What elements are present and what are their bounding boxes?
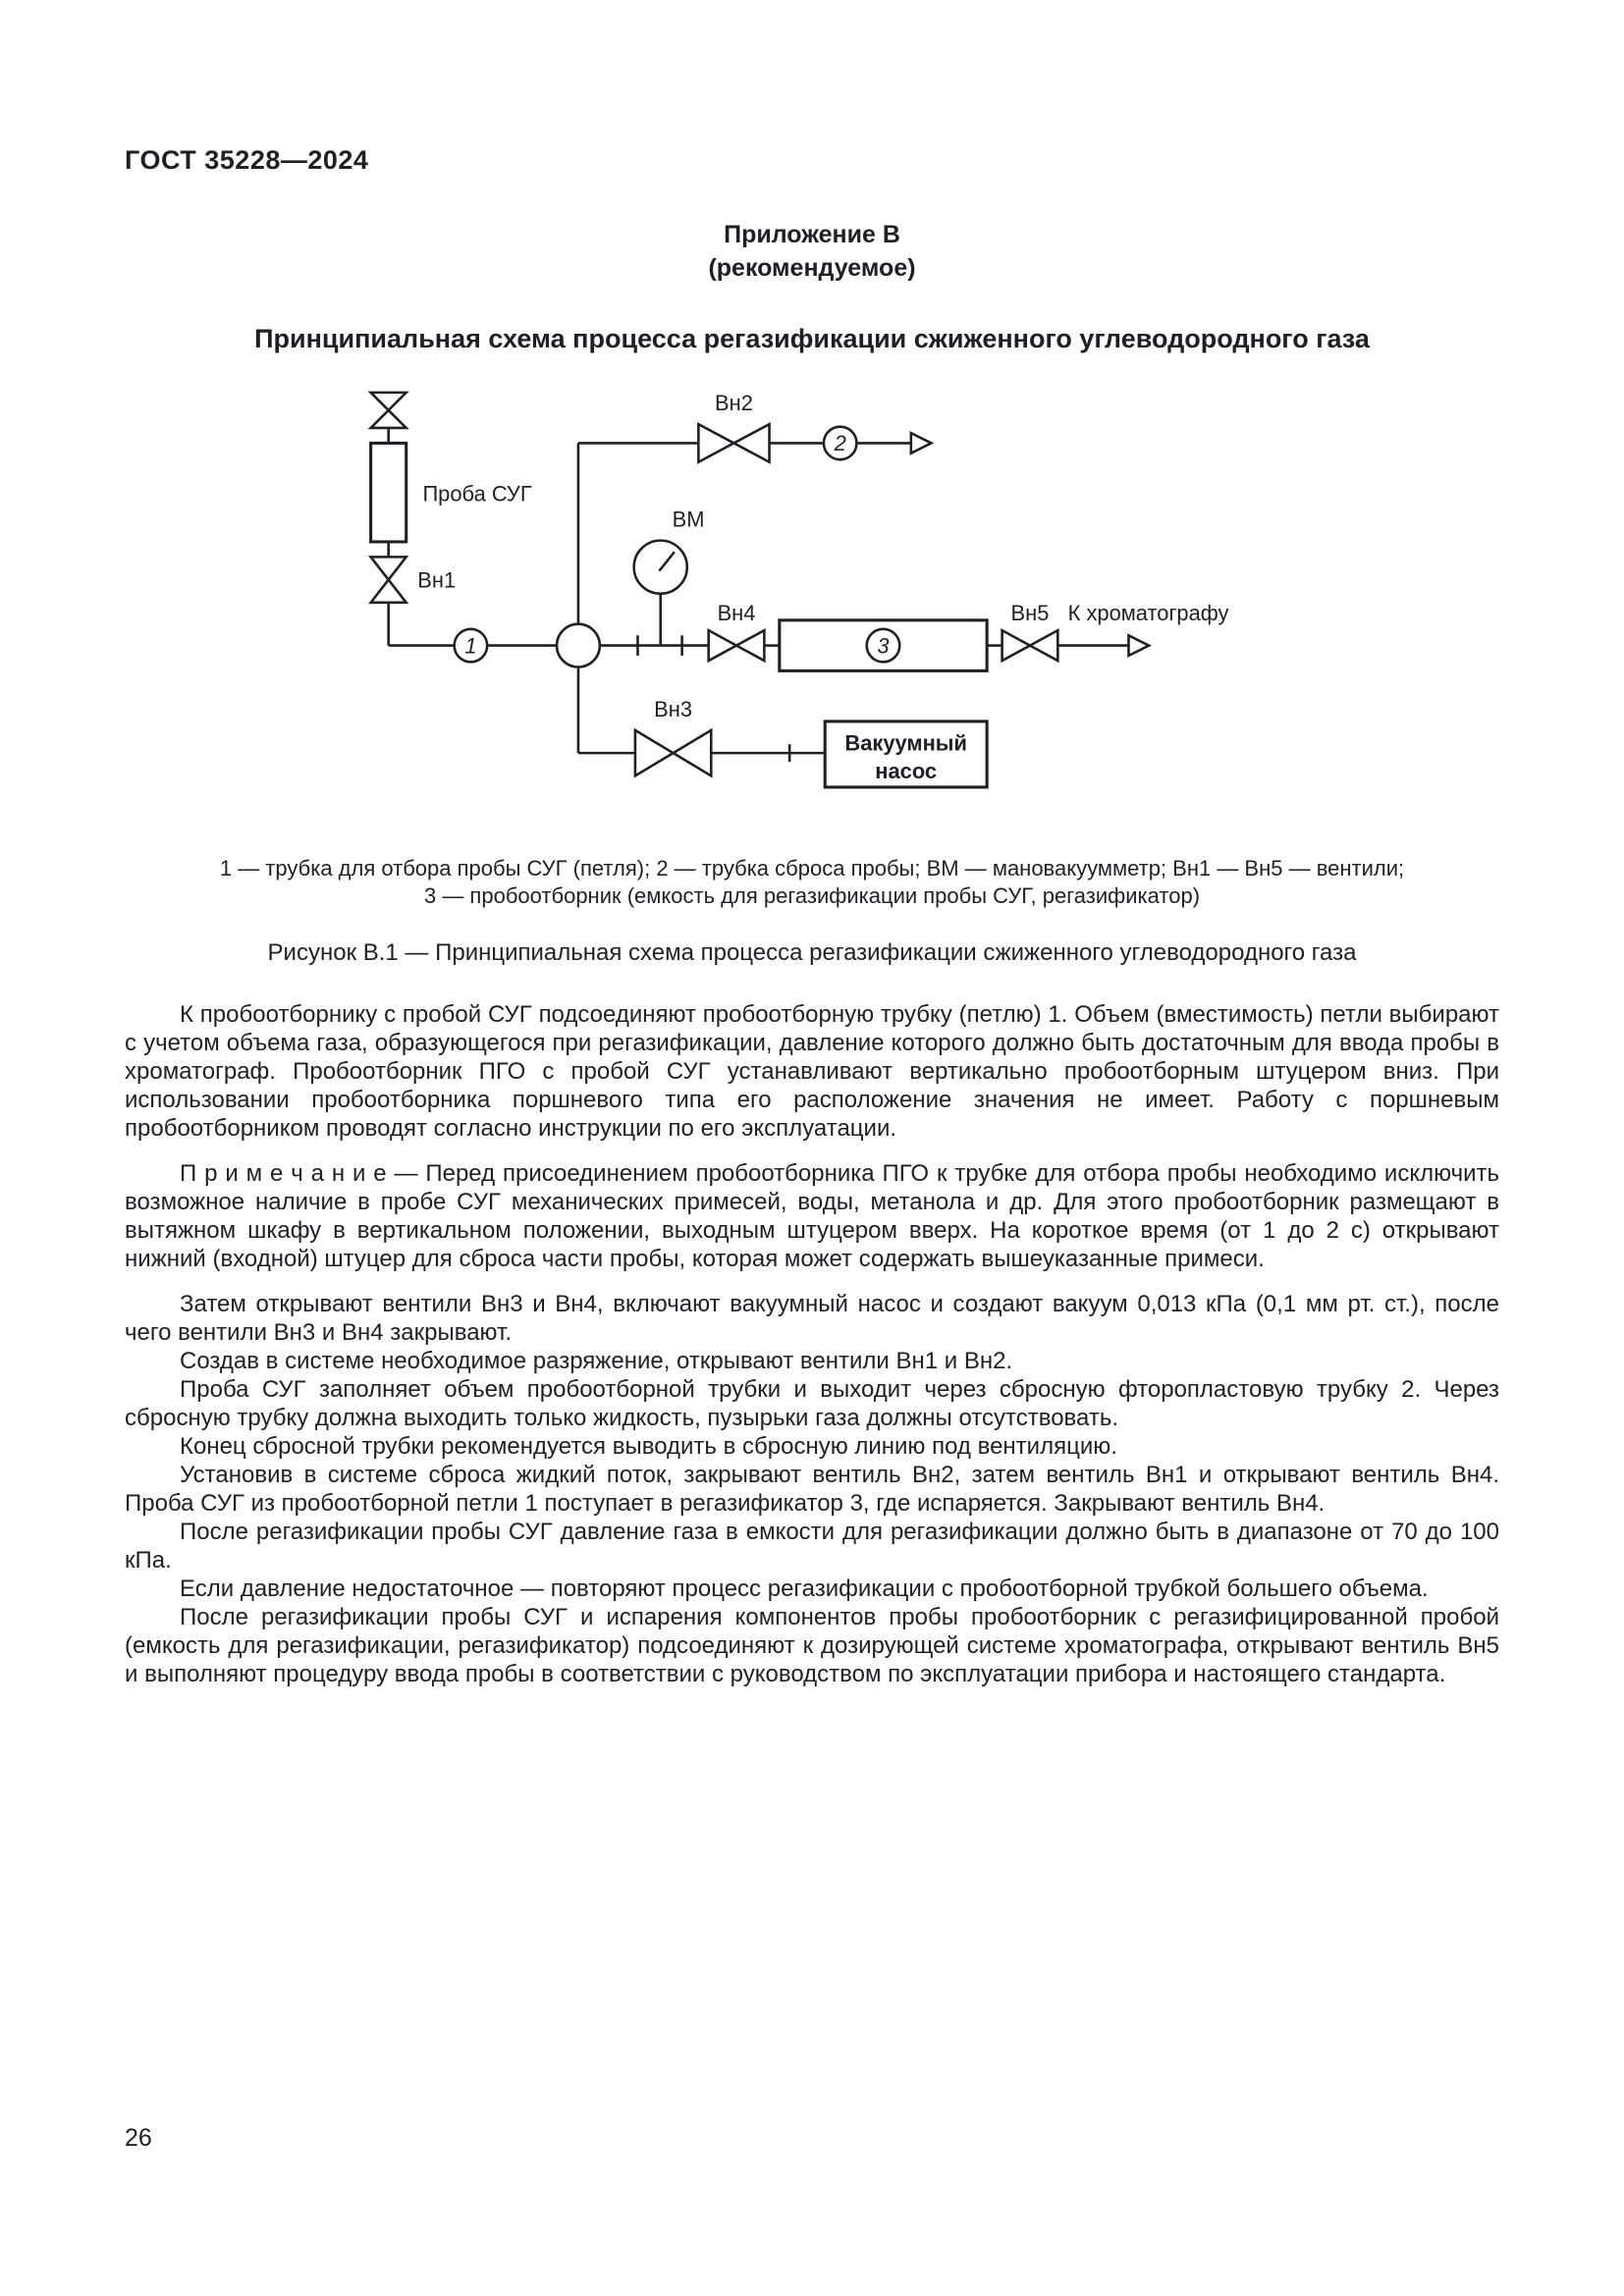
label-vn4: Вн4	[718, 601, 756, 625]
label-vm: ВМ	[673, 507, 705, 531]
running-header: ГОСТ 35228—2024	[125, 145, 369, 175]
pipe-lines	[387, 427, 1129, 763]
svg-text:3: 3	[877, 633, 889, 658]
paragraph-6: Установив в системе сброса жидкий поток,…	[125, 1462, 1499, 1518]
svg-text:1: 1	[464, 633, 476, 658]
label-vn2: Вн2	[715, 391, 753, 415]
label-to-chromatograph: К хроматографу	[1068, 601, 1229, 625]
gauge-vm-icon	[632, 539, 689, 596]
valve-vn1-icon	[367, 556, 409, 605]
label-vacuum-pump-2: насос	[875, 759, 937, 783]
svg-text:2: 2	[834, 431, 846, 455]
label-vn3: Вн3	[654, 697, 692, 721]
section-heading: Принципиальная схема процесса регазифика…	[254, 324, 1370, 353]
sample-inlet-valve-icon	[367, 391, 409, 430]
legend-line-1: 1 — трубка для отбора пробы СУГ (петля);…	[219, 856, 1405, 881]
chromatograph-arrow-icon	[1127, 633, 1152, 658]
figure-b1-diagram: 1 2 3 Проба СУГ Вн1 Вн2 ВМ Вн4 Вн5 К хро…	[367, 391, 1229, 789]
label-vn1: Вн1	[417, 567, 456, 592]
valve-vn5-icon	[1001, 627, 1059, 664]
valve-vn2-icon	[697, 421, 771, 464]
appendix-title: Приложение В	[724, 221, 900, 248]
appendix-subtitle: (рекомендуемое)	[708, 254, 916, 282]
figure-legend: 1 — трубка для отбора пробы СУГ (петля);…	[125, 855, 1499, 910]
paragraph-7: После регазификации пробы СУГ давление г…	[125, 1519, 1499, 1575]
label-sample: Проба СУГ	[422, 482, 531, 507]
legend-line-2: 3 — пробоотборник (емкость для регазифик…	[423, 883, 1201, 909]
paragraph-4: Проба СУГ заполняет объем пробоотборной …	[125, 1376, 1499, 1432]
paragraph-5: Конец сбросной трубки рекомендуется выво…	[180, 1433, 1117, 1461]
valve-vn3-icon	[633, 727, 713, 778]
node-3: 3	[865, 627, 901, 664]
node-2: 2	[822, 425, 858, 461]
label-vn5: Вн5	[1011, 601, 1050, 625]
paragraph-9: После регазификации пробы СУГ и испарени…	[125, 1604, 1499, 1688]
valve-vn4-icon	[707, 627, 766, 664]
junction-circle	[555, 622, 602, 668]
blowoff-arrow-icon	[909, 431, 935, 455]
vacuum-pump-box	[823, 720, 989, 789]
figure-caption: Рисунок В.1 — Принципиальная схема проце…	[267, 939, 1357, 967]
label-vacuum-pump-1: Вакуумный	[844, 731, 967, 756]
sample-cylinder	[369, 441, 408, 544]
paragraph-2: Затем открывают вентили Вн3 и Вн4, включ…	[125, 1291, 1499, 1347]
paragraph-note: П р и м е ч а н и е — Перед присоединени…	[125, 1160, 1499, 1273]
paragraph-1: К пробоотборнику с пробой СУГ подсоединя…	[125, 1001, 1499, 1143]
body-text: К пробоотборнику с пробой СУГ подсоединя…	[125, 1000, 1499, 1688]
paragraph-3: Создав в системе необходимое разряжение,…	[180, 1348, 1013, 1375]
paragraph-8: Если давление недостаточное — повторяют …	[180, 1575, 1429, 1603]
node-1: 1	[453, 627, 489, 664]
page-number: 26	[125, 2124, 152, 2152]
